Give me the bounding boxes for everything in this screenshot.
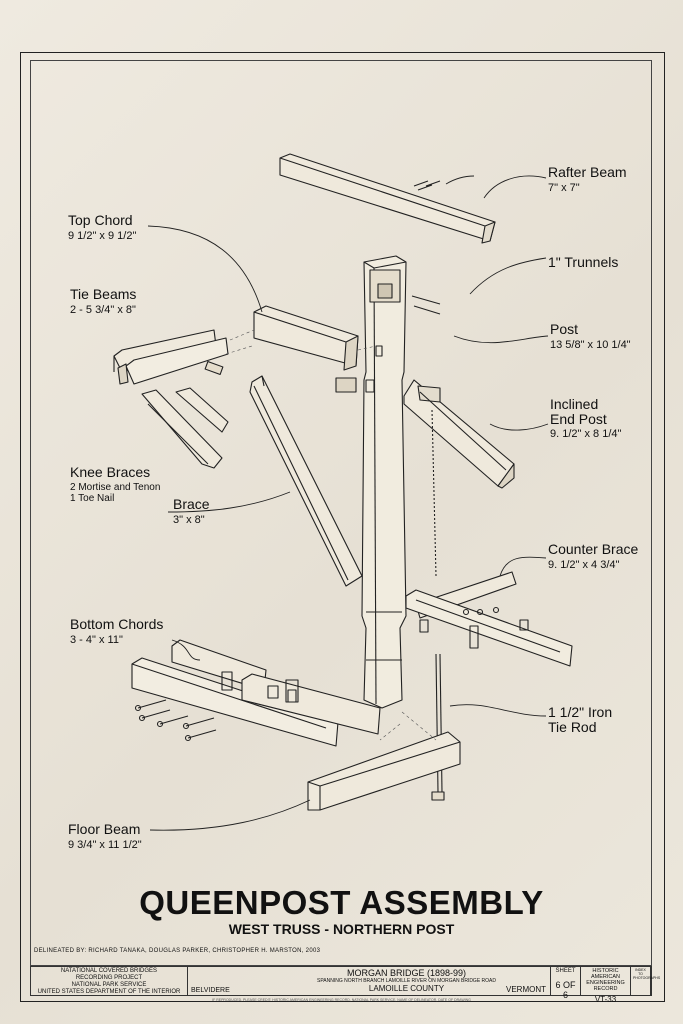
iron-tie-rod-name-line2: Tie Rod — [548, 719, 597, 736]
top-chord-dim: 9 1/2" x 9 1/2" — [68, 229, 137, 242]
bridge-description: SPANNING NORTH BRANCH LAMOILLE RIVER ON … — [316, 978, 496, 984]
counter-brace-name: Counter Brace — [548, 541, 639, 557]
sheet-label: SHEET — [555, 968, 576, 974]
title-block-location: BELVIDERE — [191, 987, 230, 994]
tie-beams-name: Tie Beams — [70, 286, 137, 302]
agency-line: NATIONAL PARK SERVICE — [71, 982, 147, 988]
floor-beam-name: Floor Beam — [68, 821, 141, 837]
label-bottom-chords: Bottom Chords 3 - 4" x 11" — [70, 616, 163, 646]
title-block-sheet: SHEET 6 OF 6 — [551, 967, 581, 1000]
knee-braces-sub1: 2 Mortise and Tenon — [70, 481, 161, 493]
tie-beams-dim: 2 - 5 3/4" x 8" — [70, 303, 136, 316]
sheet-border-outer — [20, 52, 665, 1002]
agency-line: UNITED STATES DEPARTMENT OF THE INTERIOR — [37, 989, 181, 995]
brace-dim: 3" x 8" — [173, 513, 205, 526]
iron-tie-rod-part — [431, 653, 445, 801]
bridge-name: MORGAN BRIDGE (1898-99) — [346, 968, 467, 978]
top-chord-part — [253, 305, 359, 393]
counter-brace-part — [405, 571, 573, 667]
sheet-number: 6 OF 6 — [555, 980, 576, 1000]
bottom-chords-name: Bottom Chords — [70, 616, 164, 632]
agency-line: RECORDING PROJECT — [75, 975, 143, 981]
inclined-end-post-part — [403, 379, 515, 577]
label-brace: Brace 3" x 8" — [173, 496, 210, 526]
label-knee-braces: Knee Braces 2 Mortise and Tenon 1 Toe Na… — [70, 464, 161, 504]
rafter-beam-dim: 7" x 7" — [548, 181, 580, 194]
knee-braces-name: Knee Braces — [70, 464, 151, 480]
brace-part — [249, 375, 363, 587]
rafter-beam-part — [279, 153, 496, 244]
label-inclined-end-post: Inclined End Post 9. 1/2" x 8 1/4" — [550, 396, 622, 440]
floor-beam-part — [307, 731, 461, 811]
iron-tie-rod-name-line1: 1 1/2" Iron — [548, 704, 613, 720]
copyright-note: IF REPRODUCED, PLEASE CREDIT: HISTORIC A… — [212, 998, 471, 1002]
label-trunnels: 1" Trunnels — [548, 254, 618, 272]
label-rafter-beam: Rafter Beam 7" x 7" — [548, 164, 627, 194]
inclined-end-post-name-line1: Inclined — [550, 396, 599, 412]
label-iron-tie-rod: 1 1/2" Iron Tie Rod — [548, 704, 613, 736]
label-floor-beam: Floor Beam 9 3/4" x 11 1/2" — [68, 821, 142, 851]
tie-beams-part — [113, 329, 229, 385]
bridge-state: VERMONT — [506, 985, 546, 994]
record-label: HISTORIC AMERICAN ENGINEERING RECORD — [586, 968, 625, 992]
inclined-end-post-dim: 9. 1/2" x 8 1/4" — [550, 427, 622, 440]
title-block: NATATIONAL COVERED BRIDGES RECORDING PRO… — [30, 966, 660, 1004]
inclined-end-post-name-line2: End Post — [550, 411, 607, 428]
post-name: Post — [550, 321, 579, 337]
label-tie-beams: Tie Beams 2 - 5 3/4" x 8" — [70, 286, 136, 316]
label-post: Post 13 5/8" x 10 1/4" — [550, 321, 631, 351]
drawing-subtitle: WEST TRUSS - NORTHERN POST — [228, 921, 455, 937]
bottom-chords-part — [131, 639, 381, 747]
bolts-part — [134, 699, 217, 742]
delineated-by: DELINEATED BY: RICHARD TANAKA, DOUGLAS P… — [34, 948, 321, 954]
trunnels-name: 1" Trunnels — [548, 254, 619, 270]
drawing-title: QUEENPOST ASSEMBLY — [139, 884, 544, 921]
rafter-beam-name: Rafter Beam — [548, 164, 627, 180]
sheet-border-inner — [30, 60, 652, 966]
record-number: VT-33 — [594, 995, 617, 1004]
title-block-note: INDEX TO PHOTOGRAPHS — [631, 967, 660, 995]
bottom-chords-dim: 3 - 4" x 11" — [70, 633, 123, 646]
label-top-chord: Top Chord 9 1/2" x 9 1/2" — [68, 212, 136, 242]
post-part — [361, 255, 407, 709]
counter-brace-dim: 9. 1/2" x 4 3/4" — [548, 558, 620, 571]
title-block-bridge: MORGAN BRIDGE (1898-99) SPANNING NORTH B… — [263, 967, 551, 995]
label-counter-brace: Counter Brace 9. 1/2" x 4 3/4" — [548, 541, 638, 571]
trunnels-part — [411, 180, 441, 315]
knee-braces-part — [141, 360, 229, 469]
bridge-county: LAMOILLE COUNTY — [368, 984, 445, 993]
knee-braces-sub2: 1 Toe Nail — [70, 492, 115, 504]
post-dim: 13 5/8" x 10 1/4" — [550, 338, 631, 351]
title-block-agency: NATATIONAL COVERED BRIDGES RECORDING PRO… — [31, 967, 188, 995]
alignment-lines — [225, 329, 437, 741]
top-chord-name: Top Chord — [68, 212, 133, 228]
title-block-record: HISTORIC AMERICAN ENGINEERING RECORD VT-… — [581, 967, 631, 1004]
agency-line: NATATIONAL COVERED BRIDGES — [60, 968, 158, 974]
floor-beam-dim: 9 3/4" x 11 1/2" — [68, 838, 142, 851]
leader-lines — [147, 175, 549, 831]
brace-name: Brace — [173, 496, 210, 512]
